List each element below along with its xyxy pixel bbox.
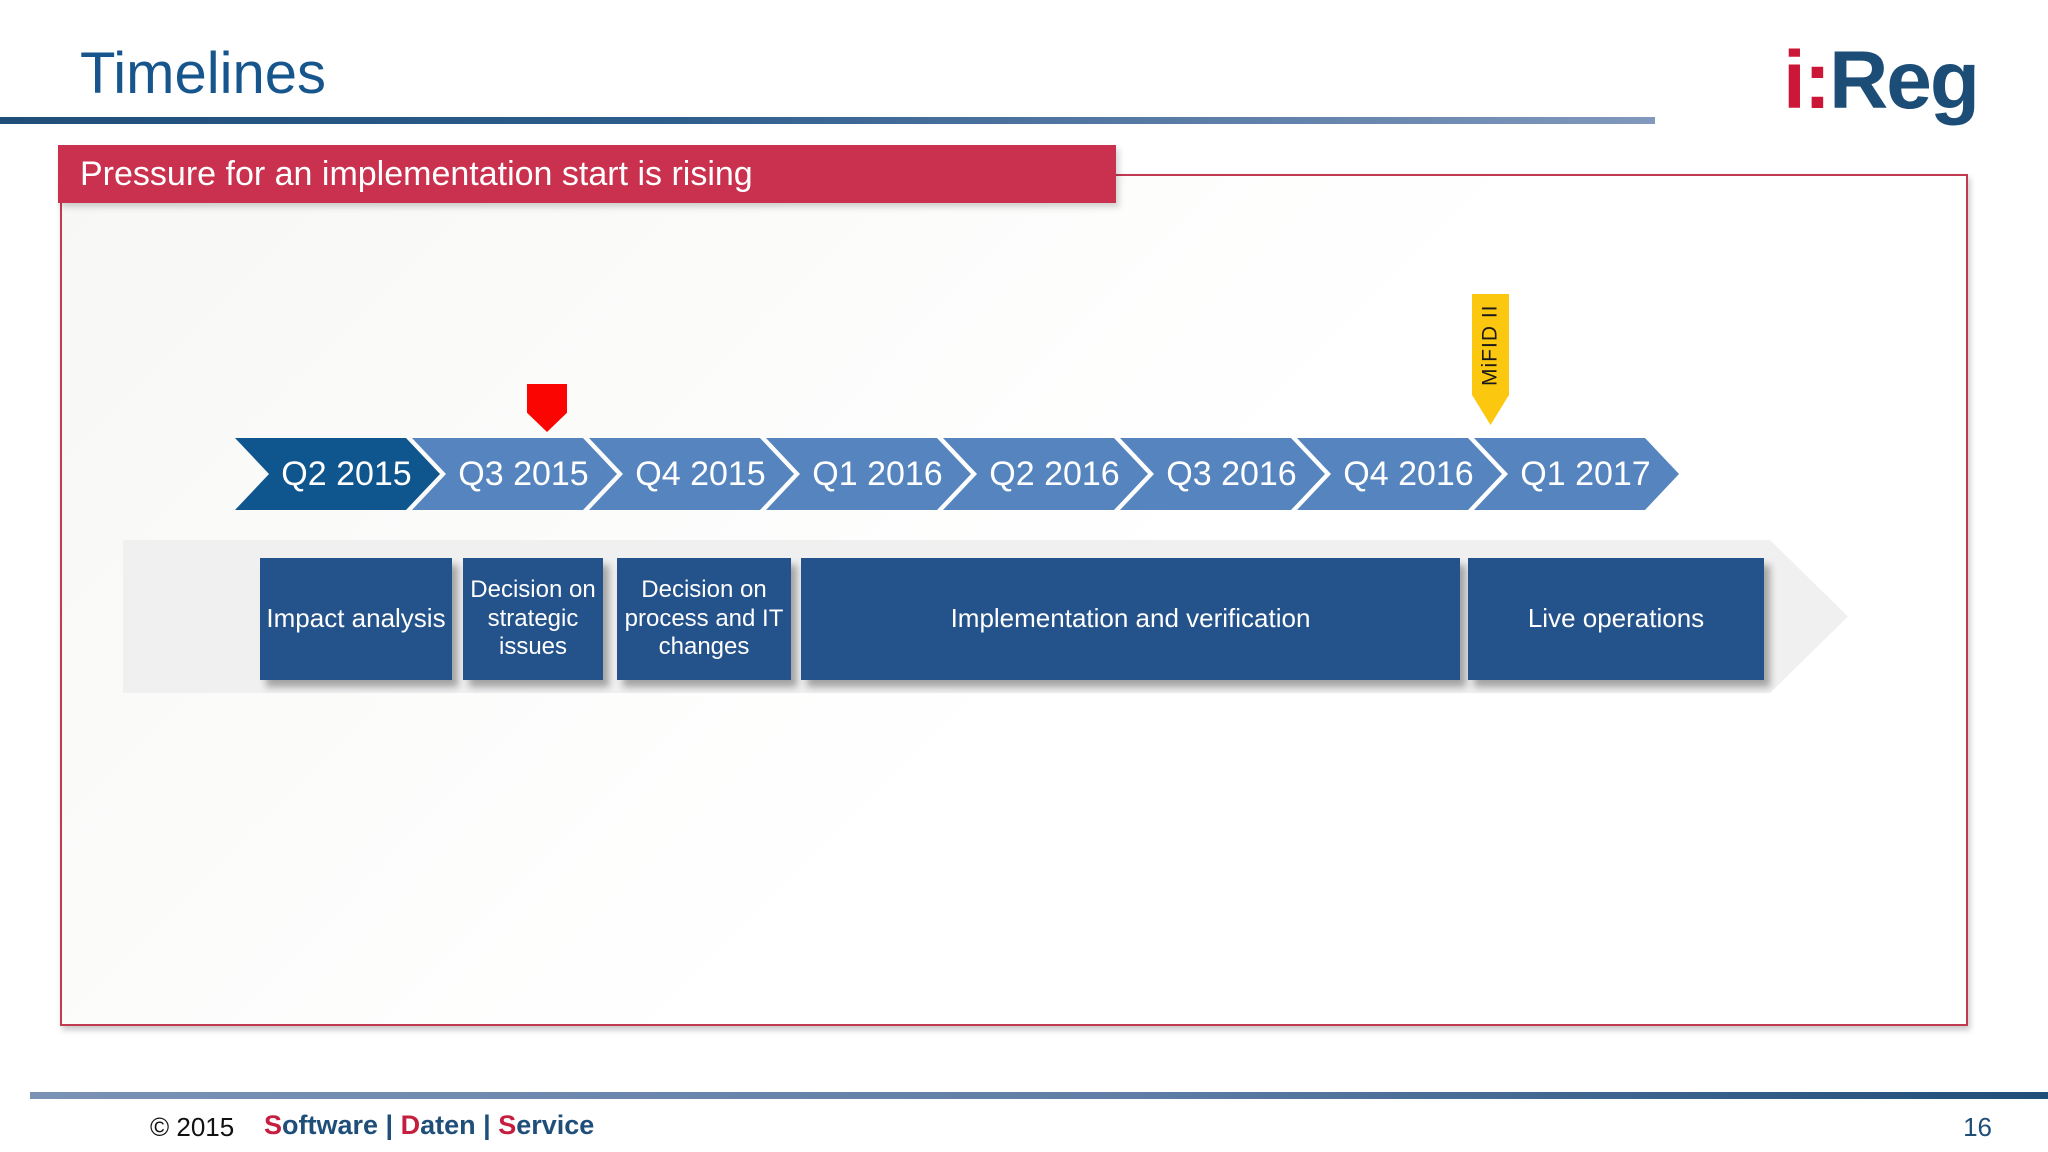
brand-part: S <box>264 1110 283 1140</box>
phase-live-operations: Live operations <box>1468 558 1764 680</box>
logo-prefix: i: <box>1782 35 1831 126</box>
timeline-chevron-q4-2015: Q4 2015 <box>589 438 794 510</box>
timeline-chevron-q2-2016: Q2 2016 <box>943 438 1148 510</box>
phase-decision-process-it-changes: Decision on process and IT changes <box>617 558 791 680</box>
timeline-chevron-q1-2016: Q1 2016 <box>766 438 971 510</box>
message-banner-text: Pressure for an implementation start is … <box>80 154 753 193</box>
brand-part: ervice <box>516 1110 595 1140</box>
brand-part: D <box>400 1110 421 1140</box>
header-divider <box>0 117 1655 124</box>
page-title: Timelines <box>80 41 327 106</box>
phase-decision-strategic-issues: Decision on strategic issues <box>463 558 603 680</box>
phase-implementation-verification: Implementation and verification <box>801 558 1460 680</box>
timeline-chevron-q1-2017: Q1 2017 <box>1474 438 1679 510</box>
brand-part: aten <box>420 1110 476 1140</box>
mifid-tag: MiFID II <box>1472 294 1509 425</box>
copyright-text: © 2015 <box>150 1112 235 1142</box>
timeline-chevron-q4-2016: Q4 2016 <box>1297 438 1502 510</box>
company-brand-text: Software | Daten | Service <box>264 1110 594 1141</box>
logo-name: Reg <box>1829 35 1980 126</box>
brand-separator: | <box>475 1110 499 1140</box>
company-logo: i:Reg <box>1783 40 1980 122</box>
footer-divider <box>30 1092 2048 1099</box>
timeline-chevron-q3-2016: Q3 2016 <box>1120 438 1325 510</box>
brand-part: oftware <box>282 1110 379 1140</box>
page-number: 16 <box>1963 1112 1992 1142</box>
phase-impact-analysis: Impact analysis <box>260 558 452 680</box>
brand-separator: | <box>378 1110 401 1140</box>
message-banner: Pressure for an implementation start is … <box>58 145 1116 203</box>
mifid-tag-label: MiFID II <box>1478 304 1502 387</box>
brand-part: S <box>498 1110 517 1140</box>
timeline-chevron-q2-2015: Q2 2015 <box>235 438 440 510</box>
timeline-chevron-q3-2015: Q3 2015 <box>412 438 617 510</box>
